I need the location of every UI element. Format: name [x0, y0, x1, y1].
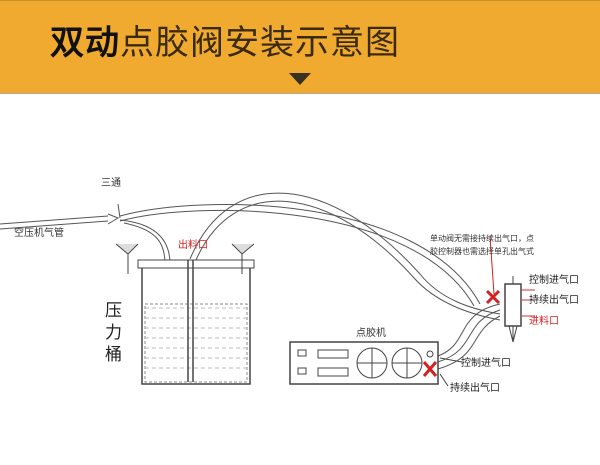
label-dispenser: 点胶机 — [356, 326, 386, 339]
title-banner: 双动点胶阀安装示意图 — [0, 0, 600, 94]
label-dispenser-continuous-out: 持续出气口 — [450, 381, 500, 394]
label-air-compressor-pipe: 空压机气管 — [14, 226, 64, 239]
pipe-dispenser-continuous — [437, 315, 501, 370]
dispenser-machine — [289, 341, 439, 385]
title-bold: 双动 — [50, 23, 120, 63]
pipe-tee-to-valve — [119, 204, 481, 305]
x-mark-valve — [485, 289, 501, 305]
page-title: 双动点胶阀安装示意图 — [50, 15, 400, 64]
dispensing-valve — [504, 276, 535, 343]
note-leader — [489, 235, 495, 295]
label-tee: 三通 — [101, 177, 121, 189]
label-tank-3: 桶 — [105, 345, 122, 365]
label-valve-control-in: 控制进气口 — [529, 273, 579, 286]
tee-fitting — [107, 203, 121, 225]
pipe-outlet-to-valve — [189, 192, 501, 315]
label-tank-2: 力 — [105, 323, 122, 343]
label-dispenser-control-in: 控制进气口 — [461, 356, 511, 369]
pipe-dispenser-control — [437, 303, 501, 357]
label-tank-1: 压 — [105, 301, 122, 321]
wing-nut-left — [115, 243, 139, 274]
x-mark-dispenser — [422, 361, 438, 377]
label-valve-continuous-out: 持续出气口 — [529, 293, 579, 306]
title-rest: 点胶阀安装示意图 — [120, 23, 400, 63]
note-line-1: 单动阀无需接持续出气口，点 — [430, 233, 534, 243]
pipe-tee-to-tank — [119, 219, 171, 265]
air-pipe — [0, 215, 109, 230]
label-outlet: 出料口 — [178, 238, 208, 251]
down-arrow-icon — [289, 73, 311, 85]
label-valve-material-in: 进料口 — [529, 314, 559, 327]
note-line-2: 胶控制器也需选择单孔出气式 — [430, 246, 534, 256]
pressure-tank — [115, 243, 255, 385]
wing-nut-right — [231, 243, 255, 274]
installation-diagram: 三通 空压机气管 出料口 压 力 桶 点胶机 单动阀无需接持续出气口，点 胶控制… — [0, 177, 579, 394]
